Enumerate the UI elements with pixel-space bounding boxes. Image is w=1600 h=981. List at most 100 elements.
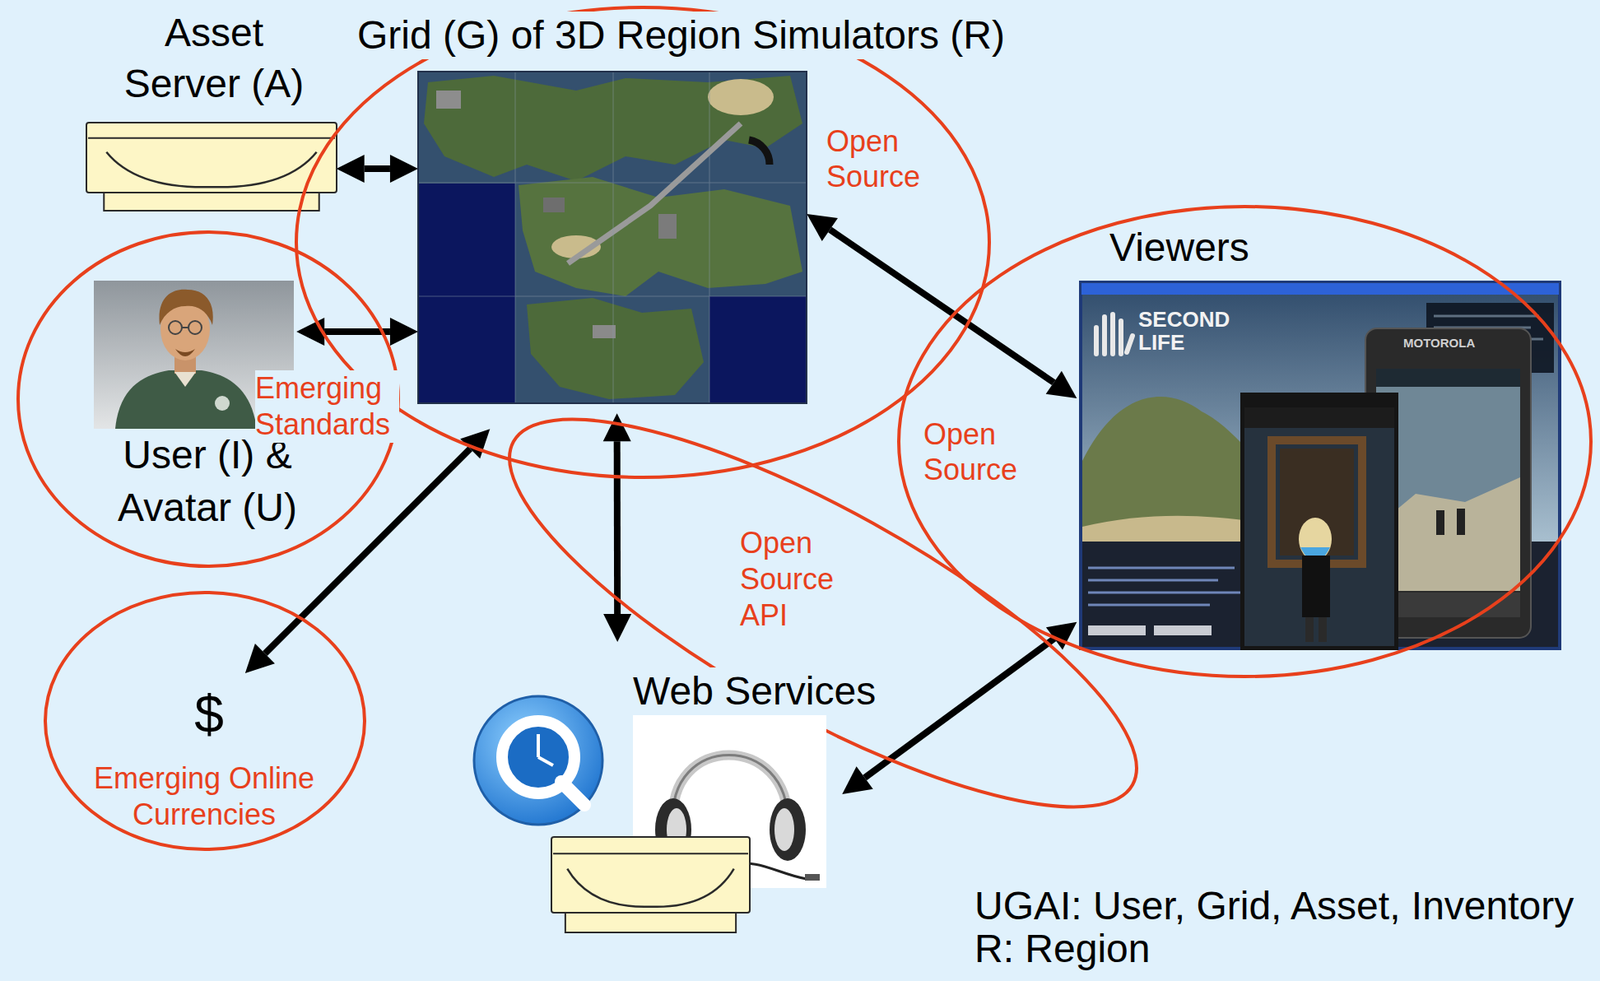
headband-line <box>673 755 788 824</box>
grid-map-part <box>543 197 565 213</box>
viewer-screenshot-part <box>1088 625 1146 636</box>
asset-server-node: Asset Server (A) <box>82 4 342 223</box>
grid-map-part <box>707 79 774 116</box>
grid-map-part <box>592 325 616 339</box>
ear-pad <box>774 808 795 852</box>
double-arrow <box>806 213 1077 399</box>
icon-tail <box>561 781 585 805</box>
grid-map-part <box>418 71 807 404</box>
arrow-head <box>390 317 419 346</box>
user-ellipse: User (I) & Avatar (U)Emerging Standards <box>15 229 401 569</box>
server-edge <box>88 137 335 140</box>
viewer-screenshot-part <box>1088 567 1243 605</box>
viewer-screenshot-part <box>1318 617 1327 642</box>
viewer-screenshot-part <box>1096 314 1133 354</box>
viewer-screenshot-part <box>1305 617 1314 642</box>
viewer-screenshot-part <box>1436 510 1445 535</box>
viewer-screenshot <box>1079 280 1562 651</box>
avatar-picture-part <box>174 372 196 387</box>
grid-map <box>418 71 807 404</box>
server-edge <box>553 852 749 855</box>
ear-cup <box>769 798 806 861</box>
arrow-head <box>1046 371 1078 399</box>
icon-disc <box>474 696 603 825</box>
quicktime-icon <box>474 696 603 825</box>
server-slot <box>106 152 317 188</box>
avatar-picture-part <box>115 370 257 429</box>
arrow-head <box>841 766 873 795</box>
viewer-screenshot-part <box>1376 368 1521 387</box>
avatar-picture-part <box>175 348 196 357</box>
brand-text: MOTOROLA <box>1403 335 1475 351</box>
viewer-screenshot-part <box>1081 283 1559 295</box>
server-icon <box>86 122 337 211</box>
grid-map-part <box>526 297 704 400</box>
legend-note: R: Region <box>974 928 1150 970</box>
logo-text: SECOND LIFE <box>1138 307 1238 354</box>
arrow-shaft <box>613 441 621 614</box>
arrow-head <box>806 213 838 242</box>
arrow-head <box>390 154 419 183</box>
note-text: Emerging Standards <box>255 370 400 443</box>
double-arrow <box>841 622 1077 795</box>
web-services-node: Web Services <box>460 641 910 939</box>
viewer-screenshot-part <box>1244 407 1395 647</box>
legend-note: UGAI: User, Grid, Asset, Inventory <box>974 885 1574 927</box>
grid-map-part <box>748 139 770 165</box>
grid-map-part <box>436 90 461 109</box>
viewer-screenshot-part <box>1079 280 1562 651</box>
arrow-shaft <box>265 448 470 654</box>
avatar-picture-part <box>188 320 202 335</box>
grid-map-part <box>658 213 677 239</box>
note-text: Emerging Online Currencies <box>80 760 328 833</box>
avatar-picture-part <box>181 326 189 329</box>
note-text: Open Source <box>826 123 934 195</box>
arrow-head <box>336 154 365 183</box>
arrow-head <box>603 613 632 642</box>
viewer-screenshot-part <box>1244 407 1395 428</box>
grid-map-part <box>567 123 741 264</box>
note-text: Open Source API <box>739 525 847 634</box>
grid-map-part <box>418 71 807 404</box>
grid-map-part <box>418 71 807 404</box>
node-heading: Web Services <box>632 667 876 716</box>
arrow-head <box>245 643 275 674</box>
headband <box>673 755 788 824</box>
server-body <box>551 837 750 913</box>
viewer-screenshot-part <box>1456 508 1466 535</box>
viewer-screenshot-part <box>1271 440 1363 564</box>
server-foot <box>103 190 319 211</box>
node-shape <box>896 204 1594 680</box>
currency-ellipse: $ Emerging Online Currencies <box>42 590 368 852</box>
arrow-head <box>296 317 325 346</box>
avatar-picture-part <box>158 289 213 326</box>
server-slot <box>567 869 734 907</box>
node-heading: Grid (G) of 3D Region Simulators (R) <box>357 11 1005 60</box>
server-body <box>86 122 337 193</box>
avatar-picture-part <box>214 395 230 411</box>
node-heading: Asset Server (A) <box>111 7 317 110</box>
server-icon <box>551 837 750 933</box>
grid-map-part <box>709 296 807 404</box>
node-heading: User (I) & Avatar (U) <box>108 428 307 535</box>
double-arrow <box>336 154 419 183</box>
viewer-screenshot-part <box>1302 555 1331 618</box>
viewer-screenshot-part <box>1153 625 1212 636</box>
icon-hands <box>538 734 554 766</box>
viewers-ellipse: ViewersOpen Source <box>896 204 1594 680</box>
arrow-shaft <box>865 638 1055 778</box>
avatar-picture-part <box>168 320 182 335</box>
server-foot <box>565 911 736 933</box>
viewer-screenshot-part <box>1240 392 1399 651</box>
plug <box>804 874 820 881</box>
double-arrow <box>296 317 419 346</box>
grid-map-part <box>418 183 516 404</box>
node-outline <box>296 7 990 478</box>
note-text: Open Source <box>923 416 1031 488</box>
arrow-head <box>603 413 632 442</box>
node-outline <box>18 232 399 567</box>
arrow-shaft <box>364 165 391 173</box>
currency-symbol: $ <box>176 683 242 747</box>
node-outline <box>45 592 365 850</box>
node-heading: Viewers <box>1109 223 1250 272</box>
